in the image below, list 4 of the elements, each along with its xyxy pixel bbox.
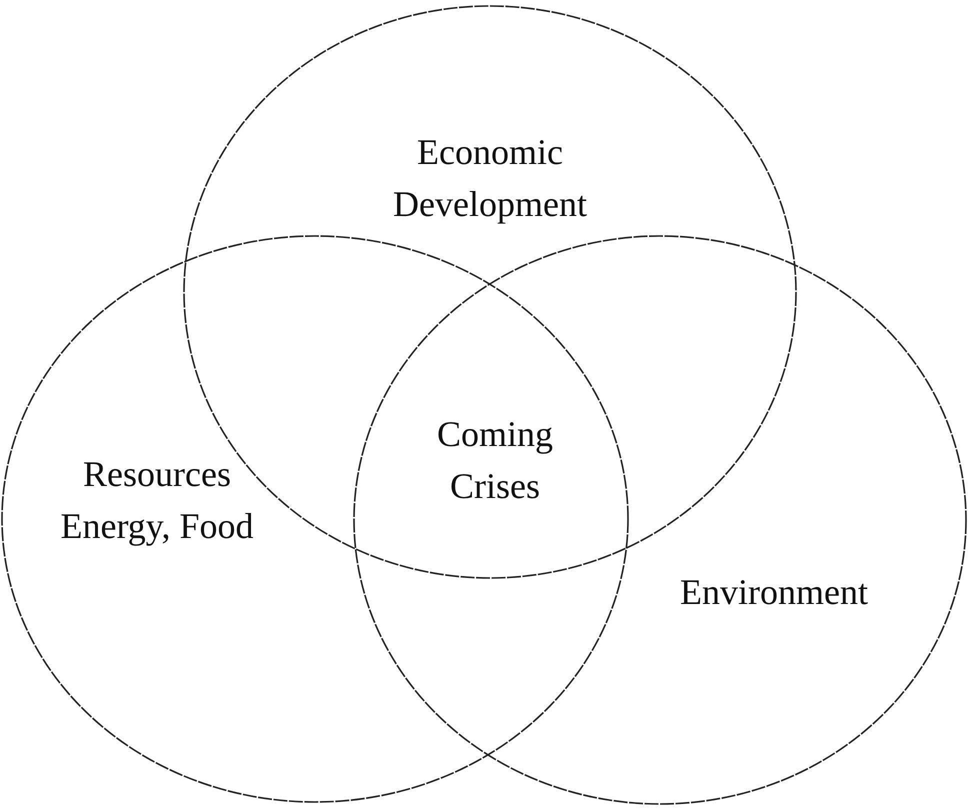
circle-label: Environment [679, 571, 869, 614]
circle-label: Economic Development [392, 131, 588, 226]
circle-label: Resources Energy, Food [60, 453, 254, 548]
overlap-label: Coming Crises [436, 413, 554, 508]
